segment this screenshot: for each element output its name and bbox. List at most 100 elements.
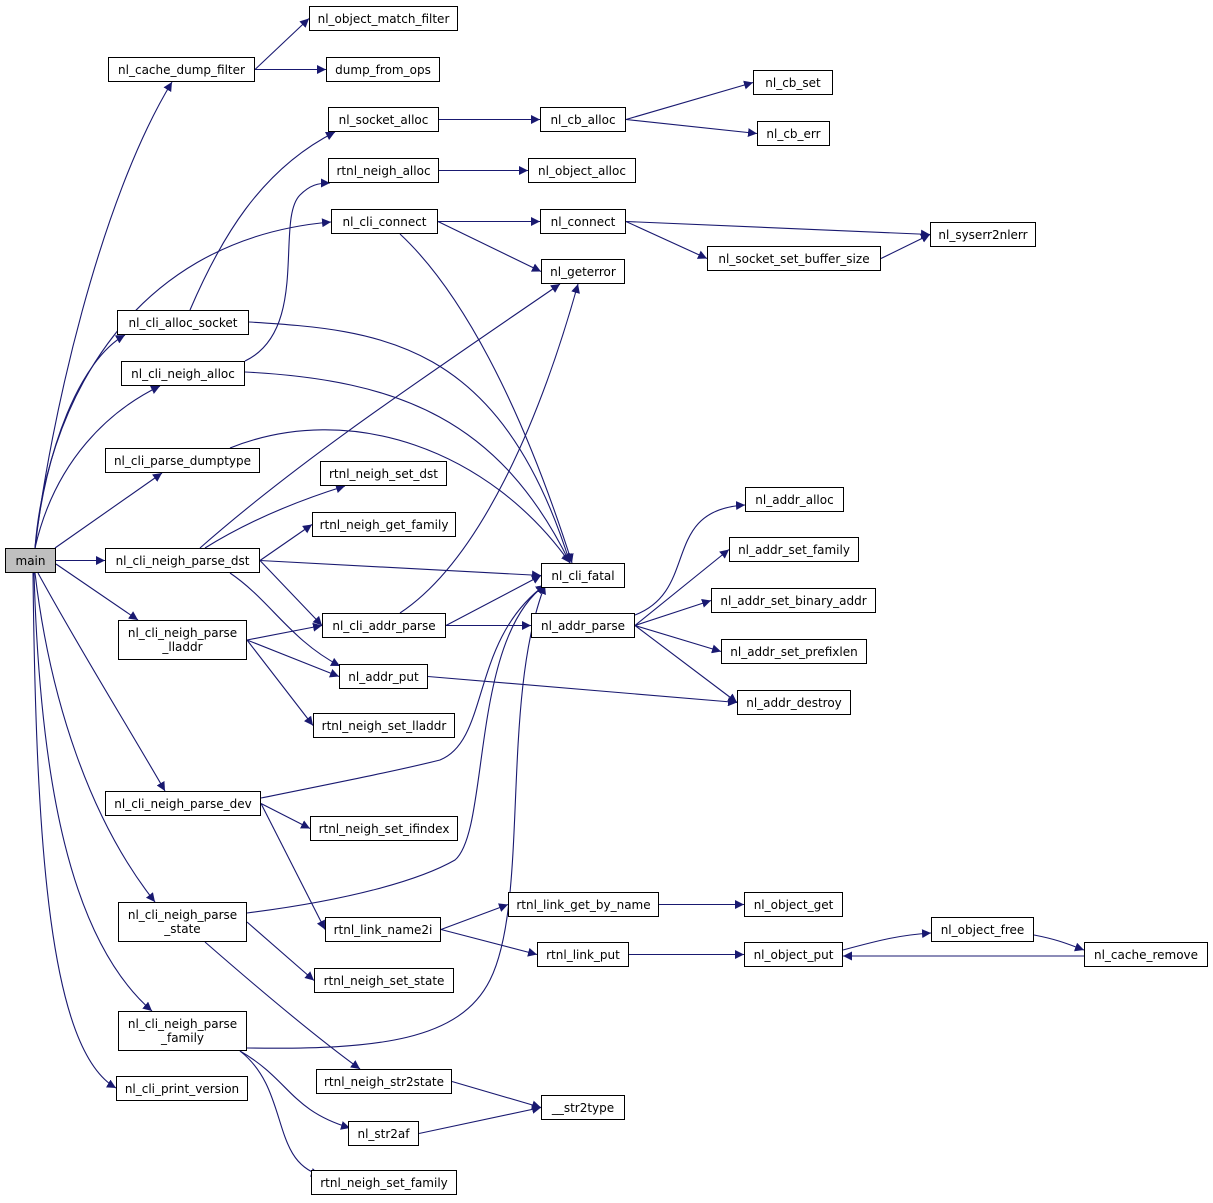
node-nl-cli-fatal[interactable]: nl_cli_fatal: [541, 563, 625, 588]
node-main[interactable]: main: [5, 548, 56, 573]
node-nl-cli-parse-dumptype[interactable]: nl_cli_parse_dumptype: [105, 448, 260, 473]
edge-main-to-nl-cli-neigh-parse-state: [34, 572, 156, 903]
node-nl-addr-set-family[interactable]: nl_addr_set_family: [729, 537, 859, 562]
node-nl-addr-parse[interactable]: nl_addr_parse: [531, 613, 635, 638]
edge-nl-addr-parse-to-nl-addr-alloc: [634, 501, 746, 616]
node-nl-str2af[interactable]: nl_str2af: [348, 1121, 419, 1146]
node-nl-addr-put[interactable]: nl_addr_put: [339, 664, 428, 689]
edge-nl-cli-neigh-parse-dev-to-nl-cli-fatal: [260, 584, 546, 799]
node-nl-cli-addr-parse[interactable]: nl_cli_addr_parse: [322, 613, 446, 638]
edge-nl-cli-parse-dumptype-to-nl-cli-fatal: [229, 429, 571, 564]
node-nl-cache-dump-filter[interactable]: nl_cache_dump_filter: [108, 57, 255, 82]
node-rtnl-link-get-by-name[interactable]: rtnl_link_get_by_name: [508, 892, 659, 917]
edge-nl-cli-neigh-parse-state-to-rtnl-neigh-str2state: [204, 941, 361, 1070]
edge-nl-object-free-to-nl-cache-remove: [1033, 934, 1085, 952]
edge-rtnl-link-name2i-to-rtnl-link-put: [440, 928, 538, 957]
edge-nl-cb-alloc-to-nl-cb-set: [625, 80, 754, 121]
node-rtnl-link-put[interactable]: rtnl_link_put: [537, 942, 629, 967]
node-nl-cli-neigh-parse-dev[interactable]: nl_cli_neigh_parse_dev: [105, 791, 261, 816]
edge-nl-cli-neigh-parse-lladdr-to-nl-addr-put: [246, 639, 340, 678]
node-nl-socket-set-buffer-size[interactable]: nl_socket_set_buffer_size: [707, 246, 881, 271]
node-rtnl-neigh-str2state[interactable]: rtnl_neigh_str2state: [316, 1069, 452, 1094]
node-nl-object-put[interactable]: nl_object_put: [744, 942, 843, 967]
node-rtnl-neigh-get-family[interactable]: rtnl_neigh_get_family: [312, 512, 456, 537]
node-rtnl-neigh-set-lladdr[interactable]: rtnl_neigh_set_lladdr: [313, 713, 455, 738]
node-rtnl-link-name2i[interactable]: rtnl_link_name2i: [325, 917, 441, 942]
node-nl-cli-connect[interactable]: nl_cli_connect: [331, 209, 438, 234]
edge-main-to-nl-cli-parse-dumptype: [54, 472, 163, 549]
node-rtnl-neigh-set-dst[interactable]: rtnl_neigh_set_dst: [320, 461, 447, 486]
edge-nl-cli-neigh-parse-family-to-nl-str2af: [239, 1050, 351, 1130]
edge-nl-cli-connect-to-nl-cli-fatal: [399, 233, 574, 564]
edge-nl-cli-alloc-socket-to-nl-cli-fatal: [248, 321, 572, 564]
node-nl-addr-destroy[interactable]: nl_addr_destroy: [737, 690, 851, 715]
node-nl-cli-neigh-parse-state[interactable]: nl_cli_neigh_parse _state: [118, 902, 247, 942]
edge-nl-addr-parse-to-nl-addr-set-family: [634, 549, 730, 626]
node-nl-cli-print-version[interactable]: nl_cli_print_version: [116, 1076, 248, 1101]
node-nl-object-match-filter[interactable]: nl_object_match_filter: [309, 6, 458, 31]
edge-nl-cli-neigh-parse-dst-to-nl-cli-fatal: [259, 559, 542, 580]
edge-nl-str2af-to-str2type: [418, 1104, 542, 1135]
node-dump-from-ops[interactable]: dump_from_ops: [326, 57, 440, 82]
node-nl-object-free[interactable]: nl_object_free: [931, 917, 1034, 942]
edge-nl-connect-to-nl-socket-set-buffer-size: [625, 220, 708, 260]
edge-nl-addr-parse-to-nl-addr-set-prefixlen: [634, 624, 722, 654]
edge-nl-cli-neigh-alloc-to-rtnl-neigh-alloc: [244, 178, 331, 362]
node-nl-addr-set-binary-addr[interactable]: nl_addr_set_binary_addr: [711, 588, 876, 613]
edge-nl-cli-neigh-parse-lladdr-to-rtnl-neigh-set-lladdr: [246, 639, 314, 726]
edge-nl-cli-connect-to-nl-geterror: [437, 221, 542, 272]
edge-nl-cli-neigh-parse-state-to-rtnl-neigh-set-state: [246, 921, 315, 981]
node-nl-object-get[interactable]: nl_object_get: [744, 892, 843, 917]
edge-nl-cache-dump-filter-to-nl-object-match-filter: [254, 18, 310, 70]
edge-nl-addr-put-to-nl-addr-destroy: [427, 675, 738, 707]
edge-nl-cli-neigh-parse-dev-to-rtnl-neigh-set-ifindex: [260, 803, 311, 829]
node-nl-cli-neigh-parse-lladdr[interactable]: nl_cli_neigh_parse _lladdr: [118, 620, 247, 660]
edge-nl-cb-alloc-to-nl-cb-err: [625, 118, 758, 138]
edge-main-to-nl-cli-neigh-parse-family: [33, 572, 153, 1012]
node-nl-cb-set[interactable]: nl_cb_set: [753, 70, 833, 95]
node-nl-socket-alloc[interactable]: nl_socket_alloc: [328, 107, 439, 132]
edge-nl-socket-set-buffer-size-to-nl-syserr2nlerr: [880, 234, 931, 259]
edge-nl-object-put-to-nl-object-free: [842, 929, 932, 951]
edge-nl-cli-neigh-parse-family-to-rtnl-neigh-set-family: [239, 1050, 321, 1177]
edge-nl-cli-neigh-parse-family-to-nl-cli-fatal: [246, 584, 546, 1049]
edge-nl-cli-neigh-parse-dst-to-rtnl-neigh-get-family: [259, 524, 313, 561]
edge-nl-cli-neigh-parse-dst-to-rtnl-neigh-set-dst: [204, 484, 346, 549]
edge-main-to-nl-cli-neigh-parse-lladdr: [55, 563, 139, 621]
node-nl-cb-err[interactable]: nl_cb_err: [757, 121, 830, 146]
node-rtnl-neigh-set-family[interactable]: rtnl_neigh_set_family: [311, 1170, 457, 1195]
node-nl-cb-alloc[interactable]: nl_cb_alloc: [540, 107, 626, 132]
node-nl-object-alloc[interactable]: nl_object_alloc: [528, 158, 636, 183]
edge-nl-cli-neigh-parse-dst-to-nl-geterror: [199, 283, 561, 549]
edge-rtnl-link-name2i-to-rtnl-link-get-by-name: [440, 903, 509, 931]
edge-nl-cli-neigh-parse-lladdr-to-nl-cli-addr-parse: [246, 622, 323, 641]
edge-nl-cli-alloc-socket-to-nl-socket-alloc: [189, 131, 336, 311]
node-rtnl-neigh-alloc[interactable]: rtnl_neigh_alloc: [328, 158, 439, 183]
node-rtnl-neigh-set-ifindex[interactable]: rtnl_neigh_set_ifindex: [310, 816, 458, 841]
edge-nl-cli-neigh-parse-state-to-nl-cli-fatal: [246, 584, 546, 914]
node-nl-addr-set-prefixlen[interactable]: nl_addr_set_prefixlen: [721, 639, 867, 664]
node-rtnl-neigh-set-state[interactable]: rtnl_neigh_set_state: [314, 968, 454, 993]
edge-main-to-nl-cli-neigh-alloc: [34, 385, 161, 549]
node-nl-cache-remove[interactable]: nl_cache_remove: [1084, 942, 1208, 967]
edge-main-to-nl-cli-neigh-parse-dev: [37, 572, 166, 792]
node-nl-syserr2nlerr[interactable]: nl_syserr2nlerr: [930, 222, 1036, 247]
node-nl-cli-neigh-alloc[interactable]: nl_cli_neigh_alloc: [121, 361, 245, 386]
node-nl-connect[interactable]: nl_connect: [540, 209, 626, 234]
edge-nl-cli-neigh-parse-dst-to-nl-addr-put: [229, 572, 341, 667]
edge-nl-cli-neigh-parse-dev-to-rtnl-link-name2i: [260, 803, 326, 930]
edge-main-to-nl-cli-alloc-socket: [34, 334, 126, 549]
node-str2type[interactable]: __str2type: [541, 1095, 625, 1120]
edge-nl-cli-neigh-alloc-to-nl-cli-fatal: [244, 371, 571, 564]
node-nl-geterror[interactable]: nl_geterror: [541, 259, 625, 284]
node-nl-cli-neigh-parse-dst[interactable]: nl_cli_neigh_parse_dst: [105, 548, 260, 573]
node-nl-addr-alloc[interactable]: nl_addr_alloc: [745, 487, 844, 512]
edge-nl-cli-addr-parse-to-nl-geterror: [399, 283, 580, 614]
edge-nl-cli-addr-parse-to-nl-cli-fatal: [445, 575, 542, 626]
edge-nl-connect-to-nl-syserr2nlerr: [625, 220, 931, 239]
edge-nl-cli-neigh-parse-dst-to-nl-cli-addr-parse: [259, 560, 323, 626]
node-nl-cli-neigh-parse-family[interactable]: nl_cli_neigh_parse _family: [118, 1011, 247, 1051]
node-nl-cli-alloc-socket[interactable]: nl_cli_alloc_socket: [117, 310, 249, 335]
